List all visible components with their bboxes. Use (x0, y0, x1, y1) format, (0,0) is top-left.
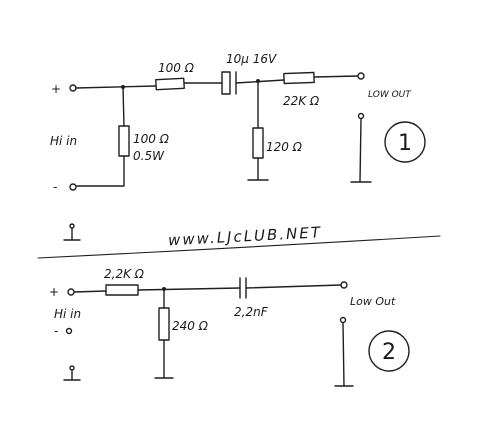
c1-output-ground-terminal (357, 112, 365, 120)
c1-input-label: Hi in (50, 134, 77, 148)
c1-input-plus-terminal (69, 84, 77, 92)
c1-top-wire-c (235, 79, 285, 84)
c1-resistor-120 (252, 127, 264, 159)
circuit-1: + 100 Ω 10μ 16V 22K Ω LOW OUT 100 Ω 0.5W… (50, 52, 426, 194)
c1-output-terminal (357, 72, 365, 80)
c1-input-minus-terminal (69, 183, 77, 191)
c1-ground-wire (76, 155, 125, 187)
pin-symbol-2 (63, 365, 81, 381)
c1-resistor-120-label: 120 Ω (266, 140, 303, 154)
c1-capacitor-10u (221, 71, 237, 95)
c2-input-minus-terminal (65, 327, 73, 335)
c1-output-ground-wire (359, 118, 362, 183)
c1-resistor-100-series-label: 100 Ω (158, 61, 195, 75)
c1-resistor-22k-label: 22K Ω (283, 94, 320, 108)
c1-resistor-100-shunt (118, 125, 130, 157)
c1-resistor-100-shunt-label: 100 Ω (133, 132, 170, 146)
c1-number: 1 (398, 131, 412, 156)
c2-resistor-2k2-label: 2,2K Ω (104, 267, 145, 281)
c2-top-wire-c (245, 284, 342, 289)
c1-capacitor-label: 10μ 16V (226, 52, 277, 66)
c2-output-ground-wire (342, 322, 345, 387)
divider-line (37, 235, 441, 259)
c2-capacitor-label: 2,2nF (234, 305, 269, 319)
c1-resistor-22k (283, 71, 315, 85)
c2-top-wire-b (137, 287, 241, 291)
c1-output-label: LOW OUT (368, 90, 412, 100)
c2-resistor-240-label: 240 Ω (172, 319, 209, 333)
c2-input-label: Hi in (54, 307, 81, 321)
c1-resistor-100-series (155, 77, 185, 91)
c2-resistor-2k2 (105, 284, 139, 296)
c2-minus-label: - (54, 324, 58, 338)
c1-plus-label: + (51, 82, 61, 96)
pin-symbol-1 (63, 223, 81, 241)
circuit-2: + 2,2K Ω 2,2nF Low Out 240 Ω Hi in - (49, 267, 410, 387)
watermark-text: www.LJcLUB.NET (168, 223, 323, 249)
c1-top-wire-a (75, 85, 157, 89)
c2-capacitor-2n2 (239, 277, 247, 299)
c1-number-circle (384, 121, 426, 163)
c2-input-plus-terminal (67, 288, 75, 296)
c1-resistor-100-shunt-power: 0.5W (133, 149, 165, 163)
c2-plus-label: + (49, 285, 59, 299)
c2-output-label: Low Out (350, 295, 396, 308)
c2-output-ground-terminal (339, 316, 347, 324)
c1-top-wire-d (313, 75, 359, 78)
c2-number: 2 (382, 340, 396, 365)
c2-top-wire-a (73, 290, 107, 293)
c2-output-terminal (340, 281, 348, 289)
c1-minus-label: - (53, 180, 57, 194)
c2-resistor-240 (158, 307, 170, 341)
c2-number-circle (368, 330, 410, 372)
c1-shunt-wire-top (122, 86, 125, 127)
